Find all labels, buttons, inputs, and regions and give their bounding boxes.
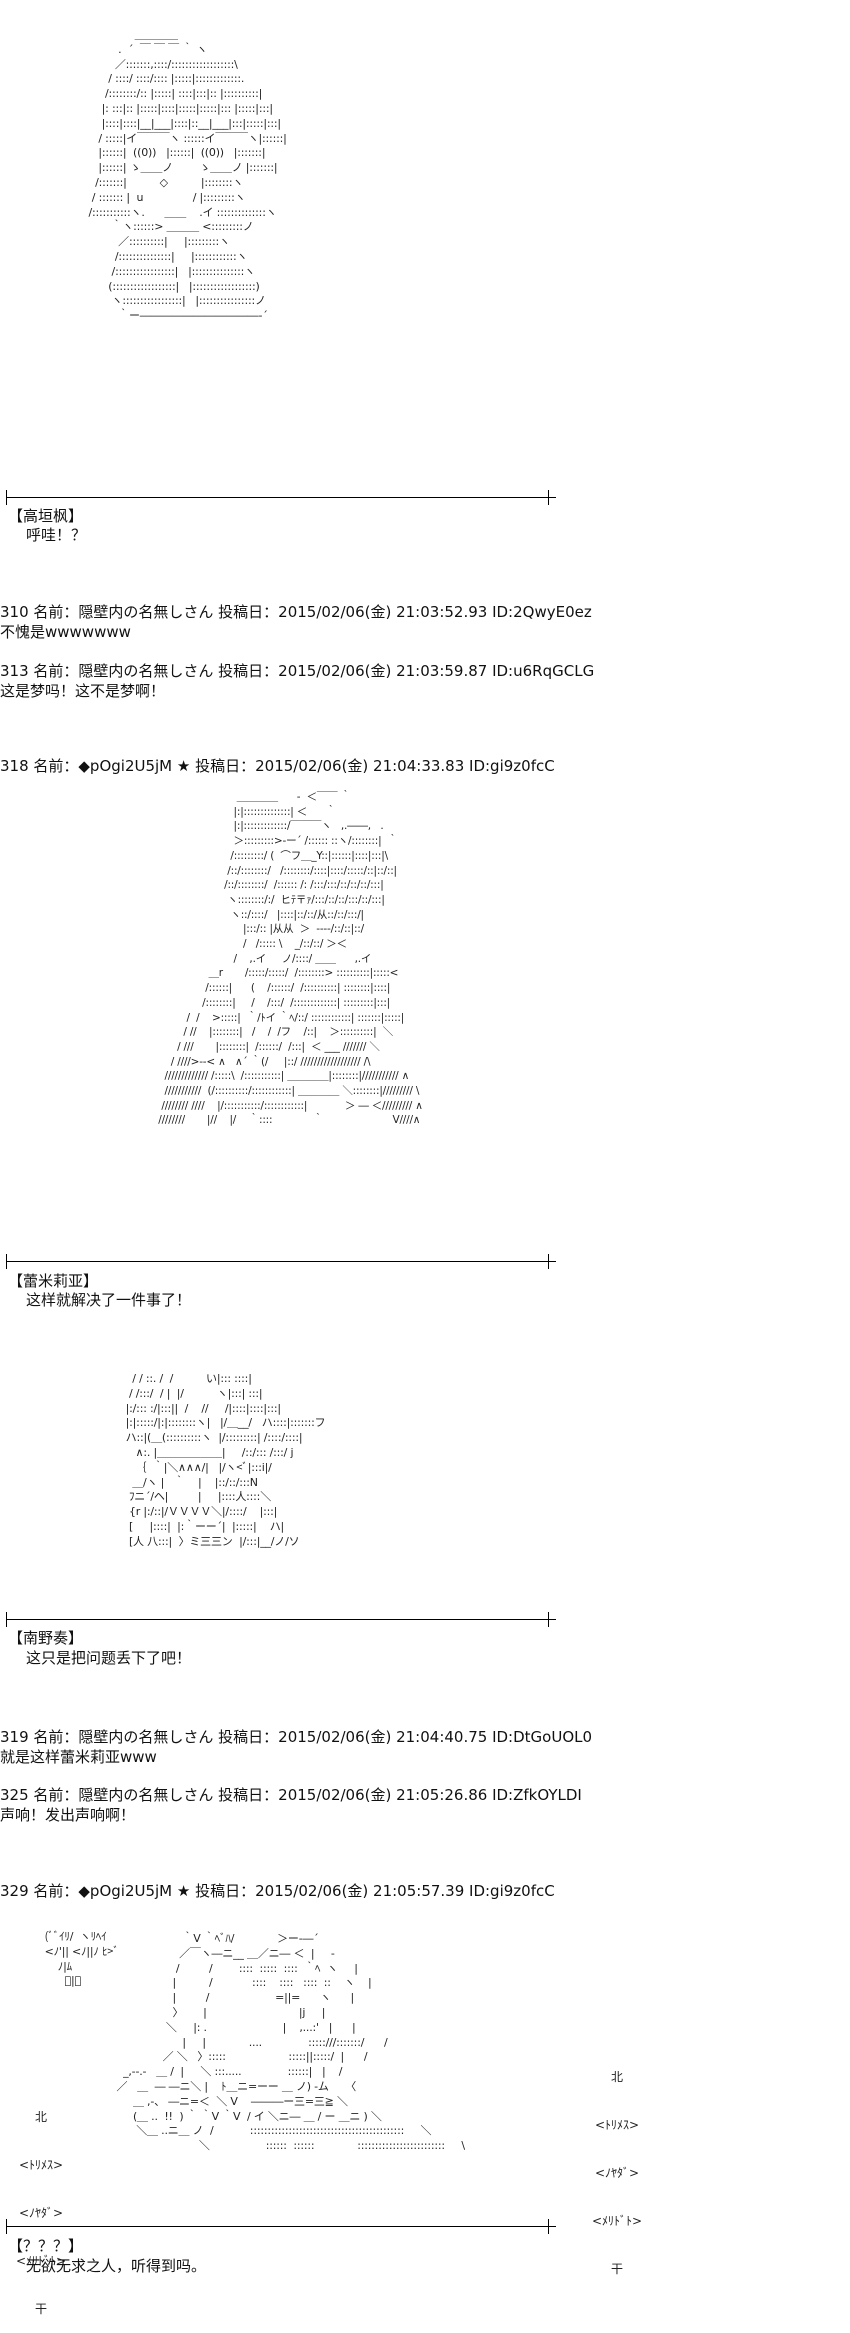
post-header: 325 名前：隠壁内の名無しさん 投稿日：2015/02/06(金) 21:05… [0, 1786, 582, 1804]
dialogue-line: 呼哇！？ [26, 526, 87, 544]
post-body: 就是这样蕾米莉亚www [0, 1748, 157, 1766]
dialogue-line: 这样就解决了一件事了！ [26, 1291, 192, 1309]
dialogue-line: 无欲无求之人，听得到吗。 [26, 2257, 207, 2275]
speaker-name: 【南野奏】 [8, 1629, 84, 1647]
dialogue-line: 这只是把问题丢下了吧！ [26, 1649, 192, 1667]
post-header: 329 名前：◆pOgi2U5jM ★ 投稿日：2015/02/06(金) 21… [0, 1882, 555, 1900]
ascii-art-kaede: ＿＿＿＿ . ´ ￣ ￣ ￣ ｀ ヽ ／:::::::,::::/:::::::… [88, 28, 287, 323]
ascii-art-head: (ﾞﾞｲﾘ/ ヽﾘﾍｲ <ﾉ'|| <ﾉ||ﾉ ﾋ>ﾞ ﾉ|ﾑ ﾟ|ﾞ [44, 1930, 119, 1988]
right-sign: 北 <ﾄﾘﾒｽ> <ﾉﾔﾀﾞ> <ﾒﾘﾄﾞﾄ> 干 [591, 2070, 643, 2276]
ascii-art-remilia: ＿＿＿＿ - ＜￣￣ ｀ |:|::::::::::::::| ＜ ｀ |:|:… [158, 791, 423, 1127]
post-body: 不愧是wwwwwww [0, 623, 131, 641]
post-header: 313 名前：隠壁内の名無しさん 投稿日：2015/02/06(金) 21:03… [0, 662, 595, 680]
post-header: 318 名前：◆pOgi2U5jM ★ 投稿日：2015/02/06(金) 21… [0, 757, 555, 775]
post-body: 声响！发出声响啊！ [0, 1806, 136, 1824]
separator-line [6, 1254, 556, 1269]
speaker-name: 【？？？】 [8, 2237, 84, 2255]
separator-line [6, 2219, 556, 2234]
speaker-name: 【蕾米莉亚】 [8, 1272, 99, 1290]
post-header: 319 名前：隠壁内の名無しさん 投稿日：2015/02/06(金) 21:04… [0, 1728, 593, 1746]
post-header: 310 名前：隠壁内の名無しさん 投稿日：2015/02/06(金) 21:03… [0, 603, 592, 621]
ascii-art-stranger: ｀V ｀ﾍﾞﾊ/ ＞ー-―´ ／￣ヽ―ニ__ ＿／ニ― ＜ | ‐ / / ::… [116, 1932, 465, 2153]
left-sign: 北 <ﾄﾘﾒｽ> <ﾉﾔﾀﾞ> <ﾒﾘﾄﾞﾄ> 干 [15, 2110, 67, 2316]
separator-line [6, 490, 556, 505]
ascii-art-minamino: / / ::. / / い|::: ::::| / /:::/ / | |/ ヽ… [125, 1372, 326, 1548]
post-body: 这是梦吗！这不是梦啊！ [0, 682, 166, 700]
separator-line [6, 1612, 556, 1627]
speaker-name: 【高垣枫】 [8, 507, 84, 525]
